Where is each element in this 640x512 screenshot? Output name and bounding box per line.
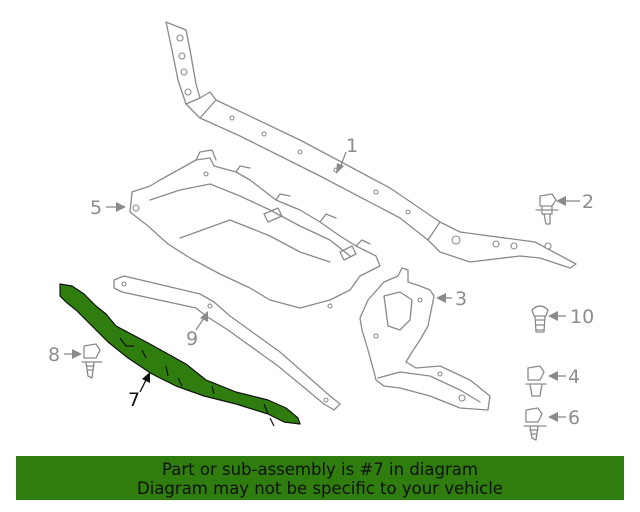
- callout-4[interactable]: 4: [568, 366, 580, 388]
- banner-line-1: Part or sub-assembly is #7 in diagram: [162, 460, 478, 479]
- leader-arrow-10: [548, 311, 558, 321]
- leader-line-9: [195, 317, 205, 331]
- callout-6[interactable]: 6: [568, 407, 580, 429]
- callout-2[interactable]: 2: [582, 191, 594, 213]
- callout-7[interactable]: 7: [128, 389, 140, 411]
- leader-line-7: [139, 379, 147, 393]
- leader-arrow-9: [200, 311, 208, 322]
- leader-arrow-6: [548, 412, 558, 422]
- callout-1[interactable]: 1: [346, 135, 358, 157]
- callout-9[interactable]: 9: [186, 328, 198, 350]
- part-7-highlighted-beam[interactable]: [59, 283, 301, 427]
- callout-3[interactable]: 3: [455, 288, 467, 310]
- leader-arrow-8: [72, 349, 82, 359]
- info-banner: Part or sub-assembly is #7 in diagram Di…: [16, 456, 624, 500]
- banner-line-2: Diagram may not be specific to your vehi…: [137, 479, 503, 498]
- fastener-8[interactable]: [81, 343, 103, 379]
- part-9-lower-brace[interactable]: [113, 275, 341, 411]
- parts-diagram: 1 2 3 4 5 6 7 8 9 10: [48, 21, 594, 441]
- callout-8[interactable]: 8: [48, 344, 60, 366]
- fastener-2[interactable]: [535, 193, 559, 225]
- fastener-10[interactable]: [531, 305, 549, 333]
- fastener-6[interactable]: [523, 407, 547, 441]
- part-1-upper-support[interactable]: [165, 21, 577, 269]
- leader-arrow-2: [556, 196, 566, 206]
- callout-10[interactable]: 10: [570, 306, 594, 328]
- leader-arrow-5: [116, 202, 126, 212]
- leader-arrow-1: [336, 163, 344, 174]
- part-5-shield-panel[interactable]: [129, 149, 381, 309]
- leader-arrow-7: [142, 372, 150, 383]
- callout-5[interactable]: 5: [90, 197, 102, 219]
- fastener-4[interactable]: [525, 365, 547, 397]
- leader-arrow-4: [548, 371, 558, 381]
- leader-arrow-3: [436, 293, 446, 303]
- part-3-bracket[interactable]: [359, 267, 491, 411]
